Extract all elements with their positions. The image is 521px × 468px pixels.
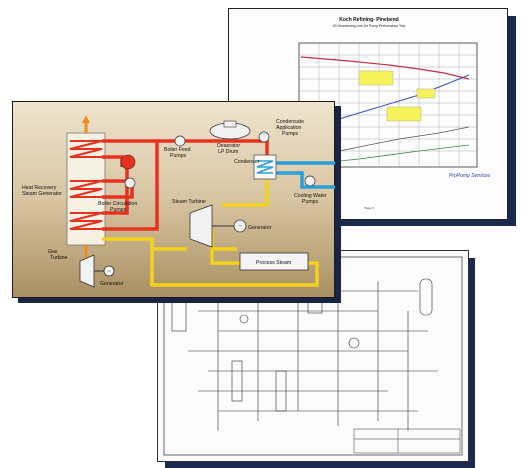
label-cooling-water-1: Cooling Water <box>294 193 327 199</box>
label-boiler-feed-1: Boiler Feed <box>164 147 191 153</box>
process-steam-box <box>239 252 309 271</box>
label-boiler-feed-2: Pumps <box>170 153 187 159</box>
schematic-labels: Heat Recovery Steam Generator Boiler Fee… <box>22 119 327 287</box>
label-steam-turbine: Steam Turbine <box>172 199 206 205</box>
label-condensate-2: Application <box>276 125 301 131</box>
label-deaerator-1: Deaerator <box>217 143 240 149</box>
boiler-feed-pump-icon <box>174 135 186 147</box>
label-deaerator-2: LP Drum <box>218 149 238 155</box>
label-circulation-2: Pumps <box>110 207 127 213</box>
label-condensate-1: Condensate <box>276 119 304 125</box>
schematic-svg: ~ ~ Heat Recovery Steam Generator Boiler… <box>11 100 336 299</box>
boiler-circulation-pump-icon <box>124 177 136 189</box>
label-cooling-water-2: Pumps <box>302 199 319 205</box>
chart-brand: ProPump Services <box>449 173 491 179</box>
svg-text:~: ~ <box>107 269 111 275</box>
chart-doc-subtitle: #3 Deodorizing Unit Jet Pump Performance… <box>333 24 406 28</box>
cogeneration-schematic: ~ ~ Heat Recovery Steam Generator Boiler… <box>11 100 336 299</box>
label-hrsg-1: Heat Recovery <box>22 185 57 191</box>
steam-turbine-generator-icon <box>233 219 247 233</box>
svg-text:~: ~ <box>238 223 242 230</box>
exhaust-arrow <box>82 115 90 123</box>
label-condenser: Condenser <box>234 159 260 165</box>
label-condensate-3: Pumps <box>282 131 299 137</box>
gas-turbine-icon <box>79 254 95 288</box>
cooling-water-lines <box>274 161 335 189</box>
label-gas-turbine-1: Gas <box>48 249 58 255</box>
boiler-drum <box>120 154 136 170</box>
gas-turbine-generator-icon <box>103 265 115 277</box>
label-st-generator: Generator <box>248 225 272 231</box>
label-circulation-1: Boiler Circulation <box>98 201 137 207</box>
chart-page-label: Page 6 <box>364 206 374 210</box>
lp-steam-lines <box>102 179 319 287</box>
cooling-water-pump-icon <box>304 175 316 187</box>
label-process-steam: Process Steam <box>256 260 291 266</box>
hrsg-unit <box>66 132 106 246</box>
label-gas-turbine-2: Turbine <box>50 255 68 261</box>
label-gt-generator: Generator <box>100 281 124 287</box>
pid-title-block <box>353 428 461 454</box>
steam-turbine-icon <box>189 204 213 248</box>
label-hrsg-2: Steam Generator <box>22 191 62 197</box>
condensate-pump-icon <box>258 131 270 143</box>
chart-doc-title: Koch Refining- Pinebend <box>339 17 398 23</box>
